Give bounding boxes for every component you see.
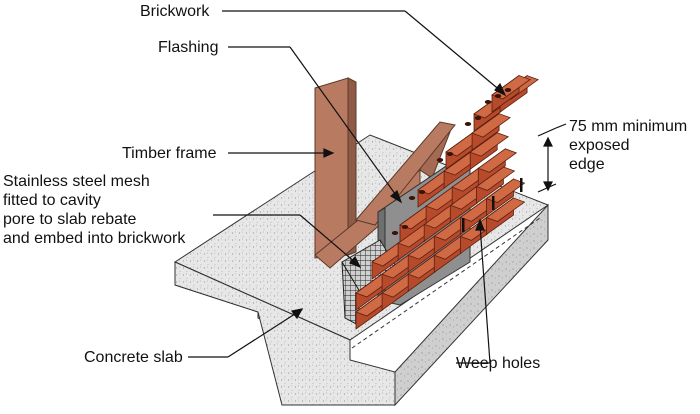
label-steel-mesh-line-1: Stainless steel mesh bbox=[3, 173, 150, 190]
brick-top bbox=[471, 113, 511, 138]
brick-core-hole bbox=[401, 225, 409, 229]
brick-top bbox=[477, 148, 518, 173]
brick-core-hole bbox=[436, 158, 444, 162]
brickwork bbox=[355, 74, 539, 330]
dimension-marker bbox=[537, 123, 567, 193]
label-concrete-slab: Concrete slab bbox=[84, 349, 183, 366]
weep-hole bbox=[492, 196, 495, 210]
brick-core-hole bbox=[484, 100, 492, 104]
label-steel-mesh-line-2: fitted to cavity bbox=[3, 192, 101, 209]
weep-hole bbox=[520, 178, 523, 192]
brick-top bbox=[485, 197, 526, 222]
label-steel-mesh-line-3: pore to slab rebate bbox=[3, 211, 137, 228]
label-brickwork: Brickwork bbox=[140, 3, 210, 20]
brick-core-hole bbox=[474, 116, 482, 120]
brick-core-hole bbox=[504, 88, 512, 92]
label-weep-holes: Weep holes bbox=[456, 355, 541, 372]
brick-core-hole bbox=[408, 196, 416, 200]
weep-hole bbox=[462, 218, 465, 232]
timber-frame bbox=[314, 77, 456, 269]
label-min-edge: 75 mm minimum exposed edge bbox=[569, 117, 687, 174]
label-min-edge-line-2: exposed bbox=[569, 137, 630, 154]
brick-core-hole bbox=[418, 190, 426, 194]
label-steel-mesh-line-4: and embed into brickwork bbox=[3, 230, 186, 247]
label-timber-frame: Timber frame bbox=[122, 145, 217, 162]
label-min-edge-line-1: 75 mm minimum bbox=[569, 118, 688, 135]
label-flashing: Flashing bbox=[158, 39, 219, 56]
label-steel-mesh: Stainless steel mesh fitted to cavity po… bbox=[3, 172, 185, 248]
brick-core-hole bbox=[494, 94, 502, 98]
leader-lines bbox=[188, 10, 507, 364]
brick-core-hole bbox=[464, 122, 472, 126]
brick-top bbox=[469, 132, 510, 157]
brick-core-hole bbox=[446, 152, 454, 156]
label-min-edge-line-3: edge bbox=[569, 156, 605, 173]
brick-core-hole bbox=[391, 231, 399, 235]
